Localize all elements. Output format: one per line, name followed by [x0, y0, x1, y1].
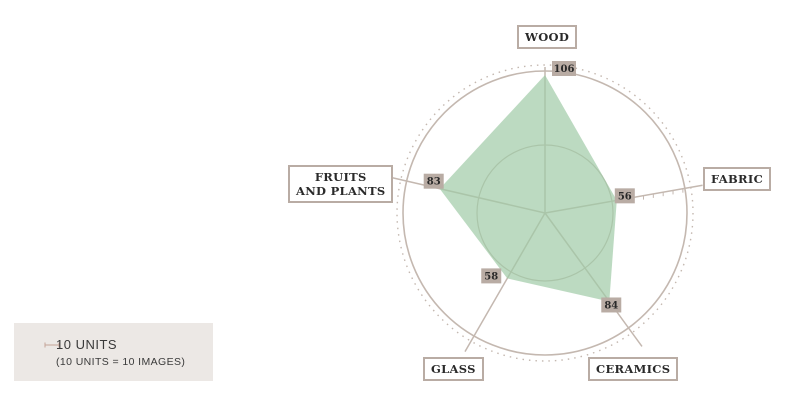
- ruler-icon: [44, 342, 60, 348]
- badge-rect: [423, 173, 444, 189]
- badge-rect: [552, 61, 576, 76]
- badge-rect: [481, 268, 502, 284]
- category-label: FRUITS AND PLANTS: [288, 165, 394, 203]
- category-label: CERAMICS: [588, 357, 679, 381]
- badge-value: 83: [427, 177, 441, 188]
- badge-rect: [601, 297, 622, 313]
- category-label: WOOD: [517, 25, 578, 49]
- scale-ring: [396, 64, 694, 362]
- badge-value: 106: [554, 64, 575, 75]
- radar-area-group: [439, 75, 617, 302]
- radar-area: [439, 75, 617, 302]
- category-label: FABRIC: [703, 167, 772, 191]
- value-badge: 58: [481, 268, 502, 284]
- value-badge: 83: [423, 173, 444, 189]
- legend: 10 UNITS (10 UNITS = 10 IMAGES): [14, 323, 213, 381]
- category-label: GLASS: [423, 357, 484, 381]
- value-badge: 106: [552, 61, 576, 76]
- value-badge: 56: [614, 188, 635, 204]
- badge-value: 56: [618, 191, 632, 202]
- legend-note: (10 UNITS = 10 IMAGES): [56, 356, 186, 368]
- value-badge: 84: [601, 297, 622, 313]
- badge-rect: [614, 188, 635, 204]
- legend-unit-label: 10 UNITS: [56, 337, 118, 352]
- value-badges: 106 56 84 58 83: [423, 61, 635, 313]
- badge-value: 58: [484, 271, 498, 282]
- badge-value: 84: [604, 300, 618, 311]
